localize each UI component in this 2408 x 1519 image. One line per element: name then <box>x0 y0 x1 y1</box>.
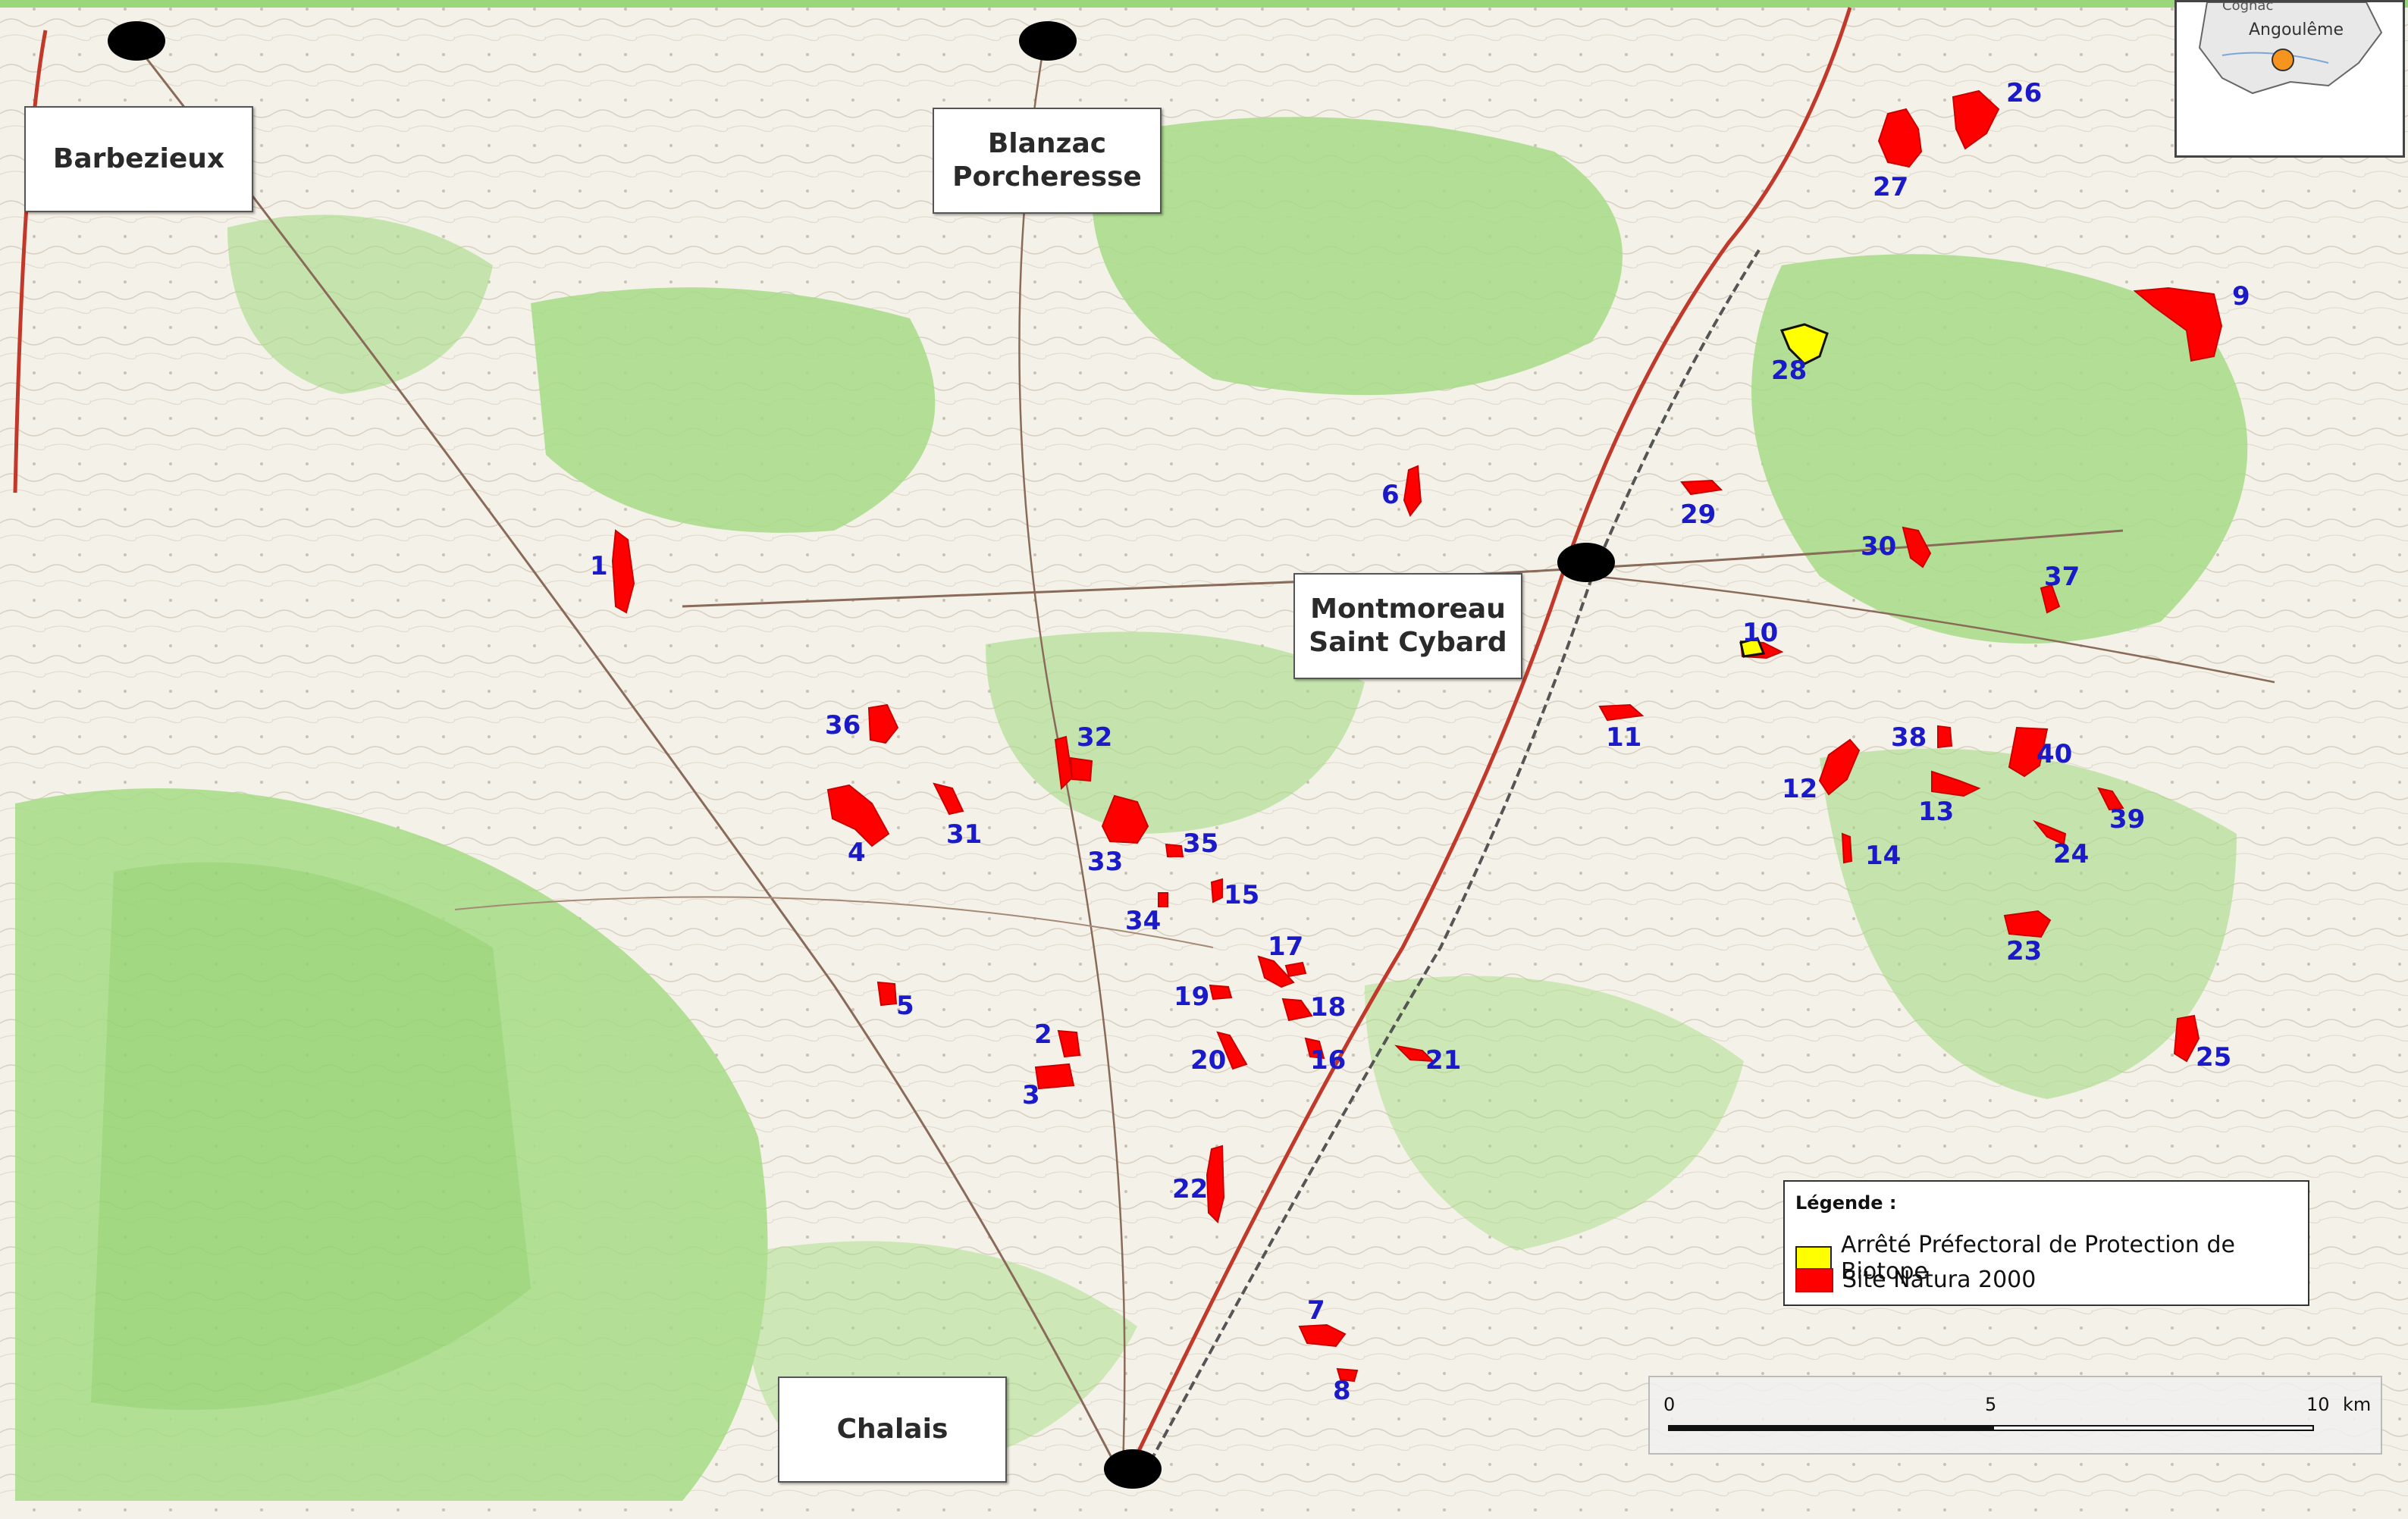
site-number-label: 1 <box>590 551 608 581</box>
site-number-label: 35 <box>1183 828 1218 859</box>
legend-swatch-red <box>1795 1267 1833 1292</box>
scale-tick-10: 10 <box>2306 1394 2330 1415</box>
scale-segment-dark <box>1668 1425 1993 1431</box>
scale-unit: km <box>2343 1394 2372 1415</box>
site-number-label: 28 <box>1771 355 1807 386</box>
town-name-line: Barbezieux <box>52 143 225 174</box>
site-number-label: 17 <box>1268 932 1303 962</box>
site-number-label: 29 <box>1680 500 1716 530</box>
site-number-label: 33 <box>1087 847 1123 877</box>
site-number-label: 3 <box>1022 1080 1040 1110</box>
site-number-label: 10 <box>1742 618 1778 648</box>
site-number-label: 19 <box>1174 982 1209 1012</box>
scale-tick-5: 5 <box>1985 1394 1997 1415</box>
locator-map-shape <box>2198 2 2383 95</box>
inset-label-angouleme: Angoulême <box>2249 20 2344 39</box>
site-number-label: 26 <box>2006 78 2042 108</box>
site-number-label: 7 <box>1307 1295 1325 1326</box>
town-name-line: Porcheresse <box>952 161 1142 193</box>
site-number-label: 18 <box>1310 992 1346 1023</box>
site-number-label: 20 <box>1190 1045 1226 1076</box>
town-name-line: Chalais <box>836 1414 948 1445</box>
natura-sites <box>611 89 2223 1383</box>
town-name-line: Montmoreau <box>1310 594 1506 625</box>
site-number-label: 15 <box>1224 880 1259 910</box>
site-number-label: 2 <box>1034 1019 1052 1050</box>
site-number-label: 38 <box>1891 722 1927 753</box>
town-label-blanzac: Blanzac Porcheresse <box>933 108 1162 214</box>
site-number-label: 32 <box>1077 722 1112 753</box>
legend-swatch-yellow <box>1795 1246 1832 1270</box>
town-label-chalais: Chalais <box>778 1376 1007 1483</box>
inset-label-cognac: Cognac <box>2222 0 2274 14</box>
site-number-label: 6 <box>1381 480 1400 510</box>
top-border <box>0 0 2408 8</box>
site-number-label: 30 <box>1861 531 1896 562</box>
site-number-label: 22 <box>1172 1174 1208 1204</box>
town-markers <box>108 21 1615 1489</box>
scale-bar: 0 5 10 km <box>1648 1376 2382 1455</box>
locator-marker <box>2272 49 2294 71</box>
site-number-label: 24 <box>2053 839 2089 869</box>
town-label-montmoreau: Montmoreau Saint Cybard <box>1293 573 1522 679</box>
site-number-label: 34 <box>1125 906 1161 936</box>
site-number-label: 13 <box>1918 797 1954 827</box>
legend-item-label: Arrêté Préfectoral de Protection de Biot… <box>1840 1232 2235 1285</box>
site-number-label: 14 <box>1865 841 1901 871</box>
site-number-label: 31 <box>946 819 982 850</box>
site-number-label: 25 <box>2196 1042 2231 1073</box>
legend-item-label: Site Natura 2000 <box>1842 1267 2036 1293</box>
site-number-label: 4 <box>848 838 866 868</box>
site-number-label: 8 <box>1333 1376 1351 1406</box>
site-number-label: 40 <box>2036 739 2072 769</box>
site-number-label: 5 <box>896 991 914 1021</box>
legend-item-biotope: Arrêté Préfectoral de Protection de Biot… <box>1795 1232 2308 1285</box>
scale-tick-0: 0 <box>1663 1394 1676 1415</box>
map-legend: Légende : Arrêté Préfectoral de Protecti… <box>1783 1180 2309 1306</box>
site-number-label: 36 <box>825 710 861 741</box>
site-number-label: 37 <box>2044 562 2080 592</box>
site-number-label: 12 <box>1782 774 1817 804</box>
forest-areas <box>15 117 2248 1501</box>
legend-item-natura: Site Natura 2000 <box>1795 1267 2036 1293</box>
legend-title: Légende : <box>1795 1192 1897 1214</box>
site-number-label: 16 <box>1310 1045 1346 1076</box>
biotope-sites <box>1739 323 1829 658</box>
site-number-label: 11 <box>1606 722 1641 753</box>
site-number-label: 9 <box>2232 281 2250 312</box>
town-label-barbezieux: Barbezieux <box>24 106 253 212</box>
town-name-line: Saint Cybard <box>1309 627 1507 658</box>
site-number-label: 39 <box>2109 804 2145 835</box>
scale-segment-light <box>1993 1425 2314 1431</box>
site-number-label: 21 <box>1425 1045 1461 1076</box>
locator-inset-map: Cognac Angoulême <box>2174 0 2405 158</box>
site-number-label: 27 <box>1873 172 1908 202</box>
roads <box>13 7 2275 1487</box>
site-number-label: 23 <box>2006 936 2042 966</box>
town-name-line: Blanzac <box>987 128 1107 159</box>
